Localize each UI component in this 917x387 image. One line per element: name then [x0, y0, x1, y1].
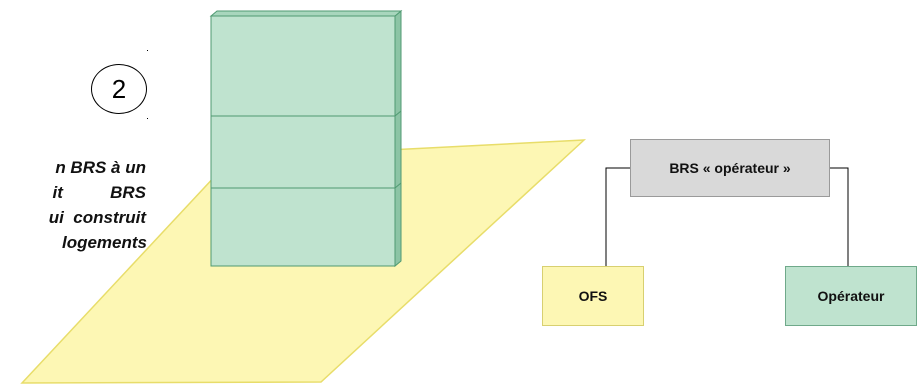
- description-line-3: ui construit: [48, 208, 146, 227]
- building-front: [210, 15, 396, 267]
- ofs-label: OFS: [578, 288, 608, 304]
- connector-brs-ofs: [605, 167, 630, 266]
- step-number-badge: 2: [91, 64, 147, 114]
- description-line-2: it BRS: [52, 183, 146, 202]
- operateur-node: Opérateur: [785, 266, 917, 326]
- brs-operateur-label: BRS « opérateur »: [669, 160, 791, 176]
- corner-mark-bottom: [147, 118, 148, 119]
- connector-brs-operateur: [830, 167, 849, 266]
- building-side-line-1: [394, 110, 402, 117]
- operateur-label: Opérateur: [817, 288, 885, 304]
- brs-operateur-node: BRS « opérateur »: [630, 139, 830, 197]
- description-line-1: n BRS à un: [55, 158, 146, 177]
- building-side-line-2: [394, 182, 402, 189]
- building-side: [394, 9, 402, 268]
- building-top: [209, 10, 403, 17]
- ofs-node: OFS: [542, 266, 644, 326]
- corner-mark-top: [147, 50, 148, 51]
- description-line-4: logements: [61, 233, 147, 252]
- step-number: 2: [111, 73, 127, 104]
